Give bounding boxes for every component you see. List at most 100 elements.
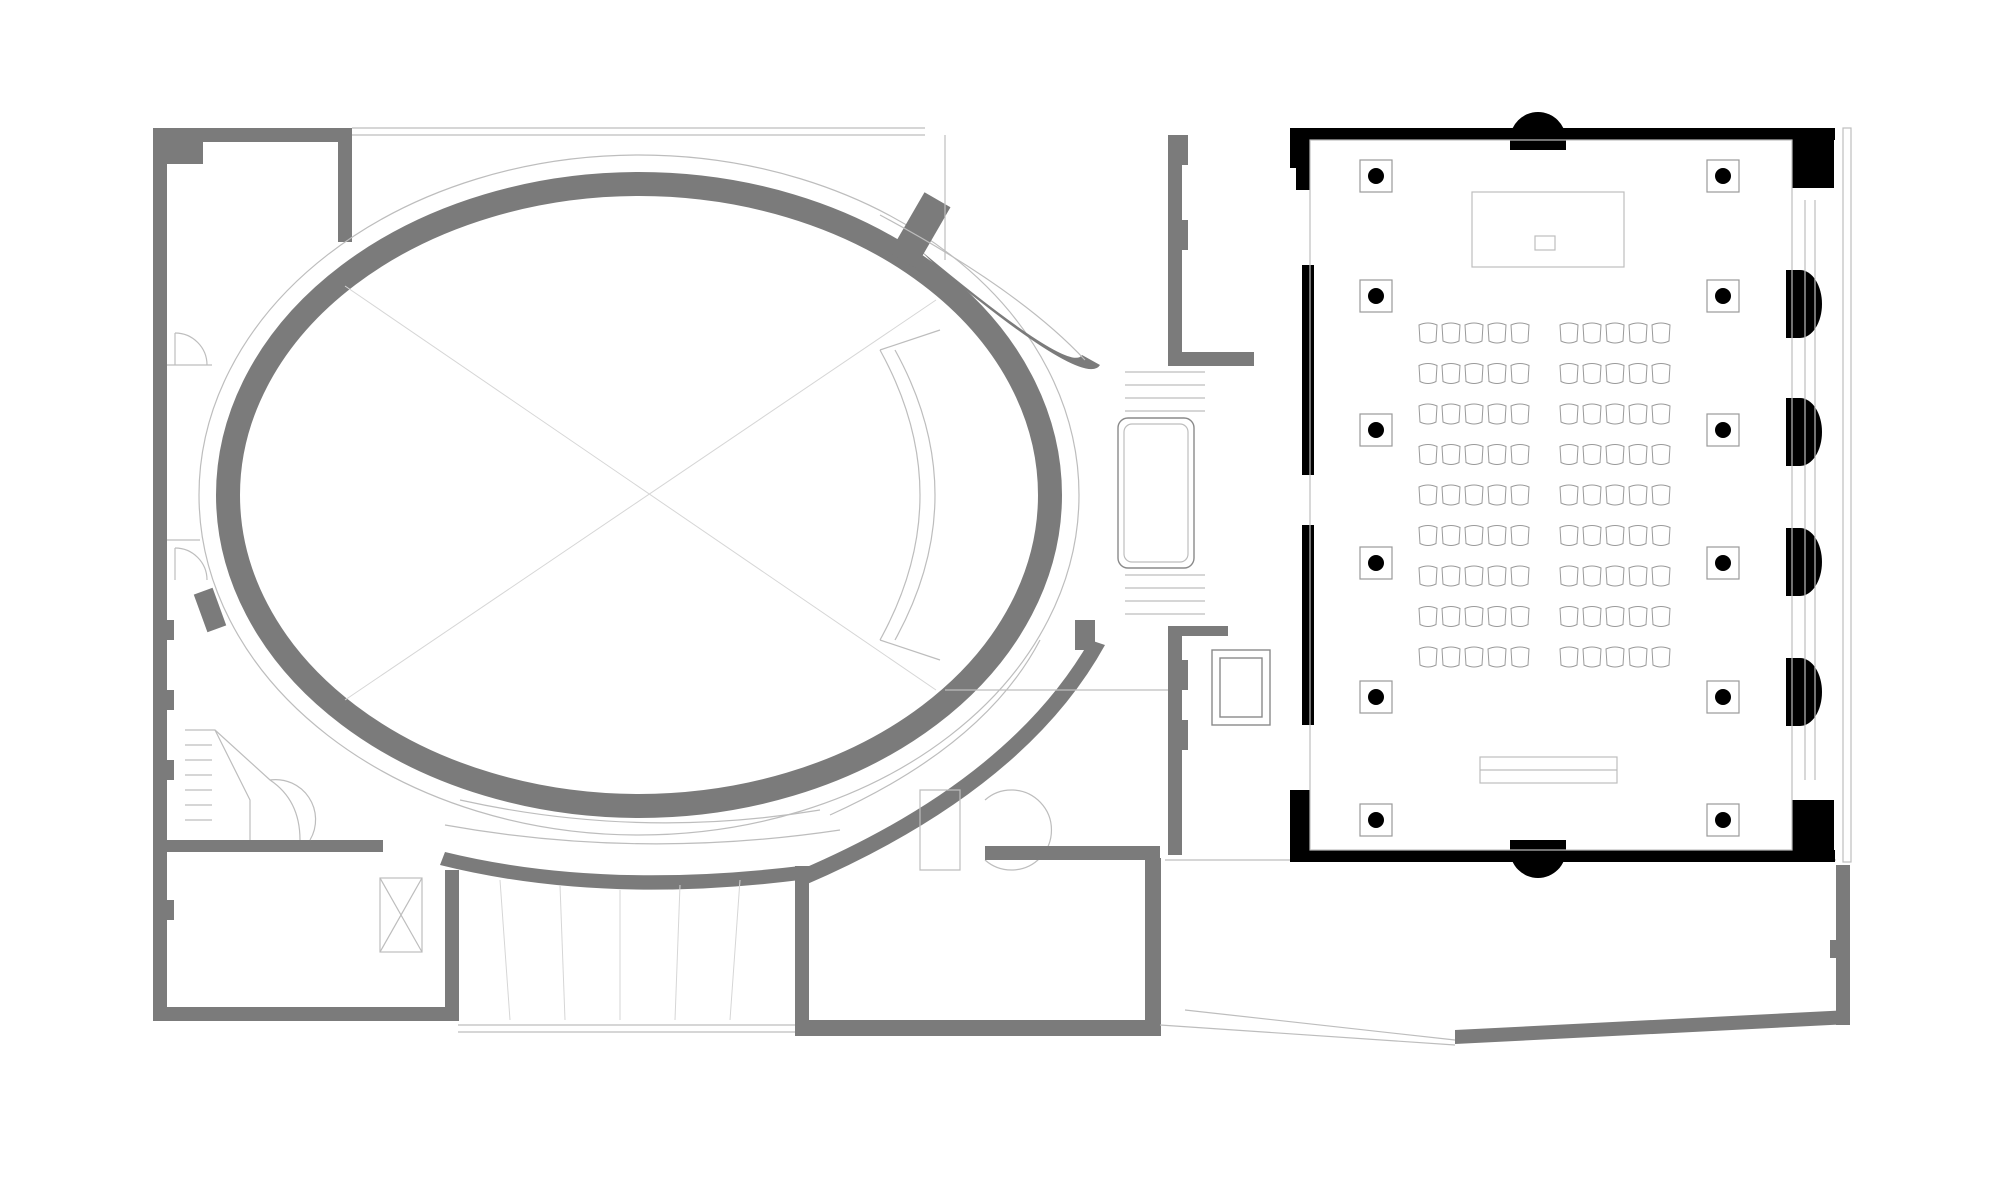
hall-seat: [1464, 484, 1484, 506]
central-stair: [944, 135, 1271, 871]
hall-seat: [1628, 484, 1648, 506]
hall-seat: [1559, 646, 1579, 668]
hall-seat: [1559, 525, 1579, 546]
central-service-walls: [1168, 135, 1254, 855]
hall-seat: [1464, 444, 1484, 465]
oval-corridor-lines: [444, 214, 1086, 845]
hall-seat: [1464, 525, 1484, 546]
hall-seat: [1582, 646, 1602, 668]
hall-seat: [1418, 646, 1438, 668]
hall-seat: [1487, 444, 1507, 465]
hall-seat: [1418, 363, 1438, 384]
hall-seat: [1605, 322, 1625, 344]
hall-seat: [1605, 565, 1625, 587]
hall-seat: [1651, 403, 1671, 425]
hall-seat: [1464, 646, 1484, 668]
hall-seat: [1628, 363, 1648, 384]
hall-seat: [1605, 444, 1625, 465]
hall-seat: [1651, 322, 1671, 344]
hall-seat: [1464, 403, 1484, 425]
hall-seat: [1628, 606, 1648, 627]
hall-seat: [1441, 606, 1461, 627]
hall-seat: [1487, 646, 1507, 668]
hall-seat: [1582, 444, 1602, 465]
hall-seat: [1418, 606, 1438, 627]
hall-seat: [1605, 363, 1625, 384]
hall-seat: [1559, 363, 1579, 384]
hall-seat: [1605, 646, 1625, 668]
hall-seat: [1464, 363, 1484, 384]
hall-column: [1359, 413, 1393, 447]
hall-seat: [1418, 525, 1438, 546]
hall-seat: [1651, 565, 1671, 587]
hall-column: [1706, 546, 1740, 580]
hall-seat: [1559, 444, 1579, 465]
hall-seat: [1441, 565, 1461, 587]
hall-seat: [1559, 565, 1579, 587]
west-building-walls: [153, 128, 459, 1021]
hall-columns: [1359, 159, 1740, 837]
west-building-thin-lines: [167, 127, 925, 953]
hall-seat: [1628, 646, 1648, 668]
hall-seat: [1464, 606, 1484, 627]
hall-seat: [1510, 322, 1530, 344]
hall-seat: [1510, 363, 1530, 384]
hall-column: [1359, 546, 1393, 580]
hall-column: [1359, 803, 1393, 837]
hall-seat: [1487, 403, 1507, 425]
hall-seat: [1605, 403, 1625, 425]
hall-seat: [1487, 322, 1507, 344]
hall-column: [1706, 159, 1740, 193]
hall-seat: [1605, 484, 1625, 506]
hall-seat: [1651, 363, 1671, 384]
hall-seat: [1582, 525, 1602, 546]
hall-column: [1706, 803, 1740, 837]
hall-column: [1706, 279, 1740, 313]
hall-seat: [1628, 565, 1648, 587]
hall-seat: [1510, 444, 1530, 465]
hall-seat: [1441, 444, 1461, 465]
oval-auditorium: [198, 154, 1080, 836]
hall-seat: [1418, 403, 1438, 425]
hall-seat: [1487, 484, 1507, 506]
hall-seat: [1510, 403, 1530, 425]
hall-seat: [1418, 484, 1438, 506]
hall-seat: [1487, 565, 1507, 587]
hall-seat: [1582, 403, 1602, 425]
hall-column: [1706, 413, 1740, 447]
hall-seat: [1510, 646, 1530, 668]
hall-seat: [1559, 322, 1579, 344]
hall-seat: [1651, 484, 1671, 506]
hall-seat: [1464, 565, 1484, 587]
hall-seat: [1559, 484, 1579, 506]
hall-seat: [1605, 606, 1625, 627]
hall-seat: [1464, 322, 1484, 344]
hall-seat: [1418, 322, 1438, 344]
hall-seat: [1487, 363, 1507, 384]
hall-seat: [1418, 565, 1438, 587]
east-hall-thin-lines: [1309, 127, 1852, 863]
hall-seat: [1582, 484, 1602, 506]
hall-column: [1359, 279, 1393, 313]
hall-seat: [1441, 403, 1461, 425]
hall-seat: [1559, 403, 1579, 425]
hall-seat: [1651, 444, 1671, 465]
hall-seat: [1582, 322, 1602, 344]
hall-seat: [1487, 606, 1507, 627]
hall-seat: [1582, 606, 1602, 627]
hall-seat: [1628, 525, 1648, 546]
hall-seat: [1582, 565, 1602, 587]
hall-seats: [1418, 322, 1671, 668]
hall-seat: [1510, 484, 1530, 506]
hall-seat: [1441, 322, 1461, 344]
hall-seat: [1651, 525, 1671, 546]
hall-seat: [1510, 565, 1530, 587]
hall-seat: [1628, 444, 1648, 465]
hall-seat: [1441, 363, 1461, 384]
hall-seat: [1628, 322, 1648, 344]
hall-seat: [1510, 606, 1530, 627]
hall-seat: [1628, 403, 1648, 425]
hall-column: [1359, 159, 1393, 193]
south-annex-walls: [795, 846, 1850, 1044]
